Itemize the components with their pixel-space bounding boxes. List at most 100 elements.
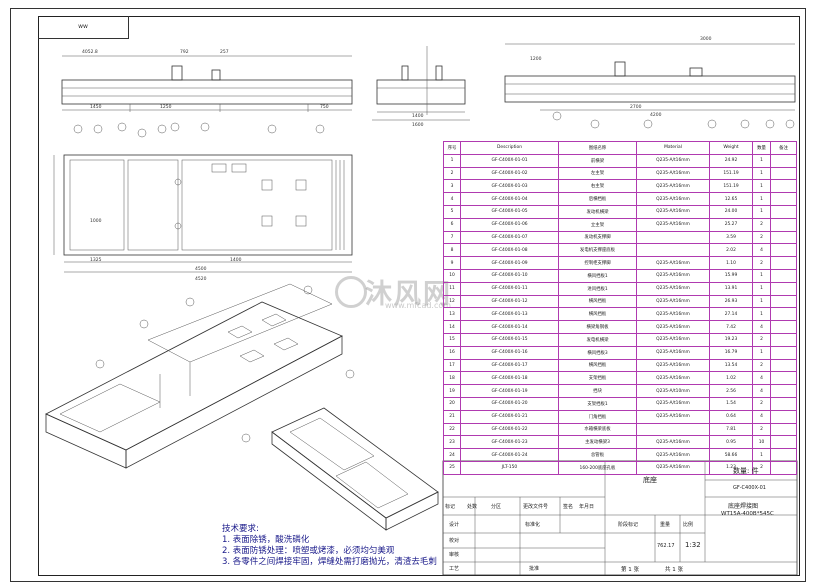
bom-cell: 1 [752, 179, 771, 194]
bom-cell: Q235-A/t16mm [636, 256, 710, 270]
rev-label-file: 更改文件号 [523, 504, 549, 510]
watermark-url: www.mfcad.com [385, 301, 452, 310]
bom-cell: GF-C400X-01-05 [460, 204, 559, 219]
bom-cell [770, 396, 797, 411]
corner-tag: ww [38, 16, 129, 39]
bom-cell: 2 [752, 422, 771, 437]
bom-cell: 发动机横梁 [558, 204, 637, 219]
bom-cell: 横风挡板 [558, 294, 637, 309]
rev-label-zone: 分区 [491, 504, 502, 510]
bom-cell [770, 243, 797, 258]
stage-label: 阶段标记 [618, 522, 639, 528]
role-standardize: 标准化 [525, 522, 541, 528]
bom-cell [770, 166, 797, 181]
sheet-total: 共 1 张 [665, 567, 683, 573]
bom-cell: 3.59 [709, 230, 753, 245]
bom-cell: 发动机支撑脚 [558, 230, 637, 245]
bom-cell [770, 217, 797, 232]
plan-view [53, 154, 353, 273]
bom-cell: 4 [443, 192, 461, 206]
bom-header: 序号 [443, 141, 461, 155]
bom-cell: 19 [443, 384, 461, 398]
bom-cell: Q235-A/t16mm [636, 435, 710, 450]
bom-cell: 1 [443, 153, 461, 168]
bom-cell: 2 [443, 166, 461, 181]
bom-cell: 1 [752, 448, 771, 462]
sheet-number: 第 1 张 [621, 567, 639, 573]
bom-cell: 4 [752, 243, 771, 258]
quantity-label: 数量: 件 [733, 467, 759, 475]
bom-cell [770, 384, 797, 398]
bom-cell: GF-C400X-01-02 [460, 166, 559, 181]
bom-cell: 22 [443, 422, 461, 437]
bom-cell: 5 [443, 204, 461, 219]
bom-cell: GF-C400X-01-24 [460, 448, 559, 462]
bom-cell: Q235-A/t16mm [636, 371, 710, 386]
bom-cell: Q235-A/t16mm [636, 217, 710, 232]
bom-cell: 支架挡板1 [558, 396, 637, 411]
bom-cell [770, 422, 797, 437]
bom-cell: GF-C400X-01-18 [460, 371, 559, 386]
bom-cell: 6 [443, 217, 461, 232]
bom-cell [770, 358, 797, 373]
bom-cell: 24.92 [709, 153, 753, 168]
bom-cell: GF-C400X-01-20 [460, 396, 559, 411]
bom-cell: GF-C400X-01-12 [460, 294, 559, 309]
bom-cell: 4 [752, 371, 771, 386]
bom-cell: 13 [443, 307, 461, 322]
bom-cell: 1 [752, 166, 771, 181]
bom-cell: 12.65 [709, 192, 753, 206]
bom-cell: 进风挡板1 [558, 281, 637, 296]
bom-cell: Q235-A/t16mm [636, 320, 710, 334]
bom-cell: 横风挡板 [558, 307, 637, 322]
bom-cell: Q235-A/t16mm [636, 345, 710, 360]
rev-label-date: 年月日 [579, 504, 595, 510]
bom-cell: 15 [443, 332, 461, 347]
bom-cell: 151.19 [709, 166, 753, 181]
bom-cell [770, 371, 797, 386]
bom-cell: 16 [443, 345, 461, 360]
bom-cell [770, 409, 797, 424]
bom-cell: Q235-A/t16mm [636, 307, 710, 322]
bom-cell: 2.02 [709, 243, 753, 258]
role-check: 校对 [449, 538, 460, 544]
drawing-code: GF-C400X-01 [733, 485, 766, 491]
rev-label-mark: 标记 [445, 504, 456, 510]
bom-cell: 1 [752, 294, 771, 309]
bom-header: 数量 [752, 141, 771, 155]
bom-cell: GF-C400X-01-04 [460, 192, 559, 206]
bom-header-row: 序号 Description 图纸名称 Material Weight 数量 备… [443, 141, 797, 155]
bom-cell: Q235-A/t10mm [636, 384, 710, 398]
bom-cell: 挡块 [558, 384, 637, 398]
bom-cell: 20 [443, 396, 461, 411]
bom-cell: 1.54 [709, 396, 753, 411]
bom-cell: 1 [752, 281, 771, 296]
tech-item: 3. 各零件之间焊接牢固，焊缝处需打磨抛光，清渣去毛刺 [222, 557, 437, 567]
bom-cell: Q235-A/t16mm [636, 294, 710, 309]
tech-title: 技术要求: [222, 524, 259, 534]
bom-cell [770, 307, 797, 322]
bom-cell: 1.10 [709, 256, 753, 270]
bom-cell: 右主架 [558, 179, 637, 194]
bom-cell: 10 [752, 435, 771, 450]
bom-cell: GF-C400X-01-10 [460, 268, 559, 283]
bom-cell [770, 204, 797, 219]
bom-cell: GF-C400X-01-01 [460, 153, 559, 168]
bom-cell: GF-C400X-01-03 [460, 179, 559, 194]
bom-cell [770, 332, 797, 347]
bom-cell: 后横档板 [558, 192, 637, 206]
